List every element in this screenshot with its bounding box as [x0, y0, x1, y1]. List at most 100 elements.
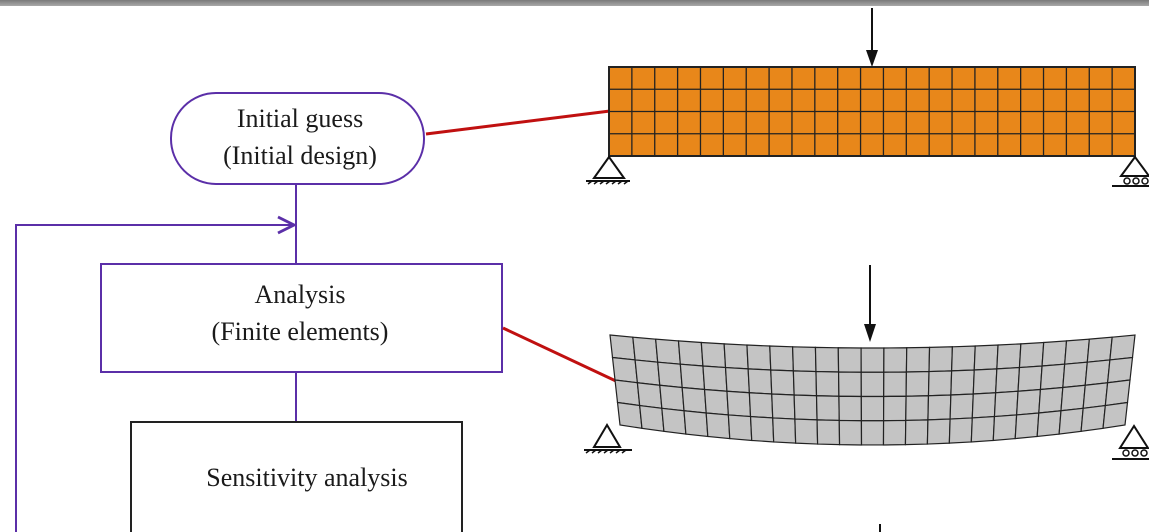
deformed-mesh-element [837, 347, 862, 373]
deformed-mesh-element [1017, 365, 1043, 392]
deformed-mesh-element [948, 417, 973, 444]
deformed-mesh-element [950, 369, 975, 396]
deformed-mesh-element [769, 345, 794, 372]
deformed-mesh-element [927, 370, 953, 397]
deformed-mesh-element [1109, 334, 1136, 361]
connector-initial-to-mesh [425, 109, 611, 136]
deformed-mesh-element [724, 366, 750, 394]
deformed-mesh-element [1106, 356, 1134, 384]
deformed-mesh-element [1086, 336, 1113, 363]
deformed-mesh-element [748, 392, 774, 419]
deformed-mesh-element [661, 407, 687, 435]
deformed-mesh-element [1064, 338, 1091, 365]
roller-support-icon [1112, 424, 1149, 460]
connector-analysis-to-deformed-mesh [502, 326, 619, 384]
deformed-mesh-element [1038, 386, 1064, 414]
deformed-mesh-element [860, 395, 885, 422]
deformed-mesh-element [746, 344, 772, 371]
deformed-mesh-element [1039, 363, 1066, 391]
deformed-mesh-element [1082, 382, 1109, 409]
finite-elements-label: (Finite elements) [212, 317, 389, 346]
deformed-mesh-element [905, 346, 931, 373]
deformed-mesh-element [971, 392, 997, 419]
deformed-mesh-element [815, 395, 840, 422]
deformed-mesh-element [639, 404, 665, 433]
deformed-mesh-element [904, 419, 929, 446]
sensitivity-node [130, 421, 463, 532]
initial-mesh-grid [609, 67, 1135, 156]
load-arrow-icon [866, 8, 878, 67]
deformed-mesh-element [816, 419, 841, 446]
deformed-mesh-element [611, 356, 639, 384]
deformed-mesh-element [723, 343, 749, 370]
deformed-mesh-element [1018, 341, 1045, 369]
deformed-mesh-element [634, 359, 661, 386]
deformed-mesh-element [927, 394, 952, 421]
deformed-mesh-element [1102, 401, 1129, 430]
deformed-mesh-element [1036, 410, 1062, 438]
deformed-mesh-element [928, 346, 954, 373]
deformed-mesh-element [1080, 404, 1106, 433]
deformed-mesh-element [883, 347, 908, 373]
deformed-mesh-element [972, 368, 998, 395]
initial-guess-node [170, 92, 425, 185]
deformed-mesh-element [882, 395, 907, 422]
sensitivity-label: Sensitivity analysis [206, 463, 408, 492]
deformed-mesh-element [654, 338, 681, 365]
deformed-mesh-element [1015, 388, 1042, 416]
deformed-mesh-element [860, 347, 885, 373]
flowchart: Initial guess (Initial design) Analysis … [15, 92, 503, 532]
deformed-mesh-element [905, 395, 930, 422]
deformed-mesh-element [1084, 359, 1111, 386]
deformed-mesh-element [632, 336, 659, 363]
deformed-mesh-element [1060, 384, 1086, 412]
deformed-mesh-element [882, 419, 907, 446]
pin-support-icon [584, 423, 632, 454]
deformed-mesh [609, 334, 1136, 446]
deformed-mesh-element [838, 419, 863, 446]
deformed-mesh-element [1014, 412, 1040, 440]
deformed-mesh-element [1058, 407, 1084, 435]
deformed-mesh-element [772, 417, 797, 444]
deformed-mesh-element [951, 345, 976, 372]
deformed-mesh-element [814, 346, 840, 373]
deformed-mesh-element [996, 343, 1022, 370]
deformed-mesh-element [860, 371, 885, 398]
deformed-mesh-element [815, 370, 840, 397]
deformed-mesh-element [703, 388, 730, 416]
deformed-mesh-element [749, 415, 775, 443]
deformed-mesh-element [700, 341, 727, 369]
deformed-mesh-element [995, 366, 1021, 394]
deformed-mesh-element [837, 371, 862, 398]
deformed-mesh-element [992, 414, 1018, 442]
deformed-mesh-element [609, 334, 636, 361]
deformed-mesh-element [791, 346, 817, 373]
top-title-bar [0, 0, 1149, 6]
pin-support-icon [586, 155, 630, 185]
deformed-mesh-element [905, 370, 930, 397]
deformed-mesh-element [681, 386, 707, 414]
deformed-mesh-element [702, 365, 728, 392]
deformed-mesh-element [614, 379, 641, 407]
load-arrow-icon [864, 265, 876, 342]
deformed-mesh-element [1062, 361, 1088, 389]
deformed-mesh-element [747, 368, 773, 395]
deformed-mesh-element [926, 418, 951, 445]
deformed-mesh-element [659, 384, 685, 412]
deformed-mesh-element [794, 418, 819, 445]
deformed-mesh-element [792, 370, 818, 397]
deformed-mesh-element [683, 410, 709, 438]
deformed-mesh-element [838, 395, 863, 422]
deformed-mesh-element [970, 415, 996, 443]
analysis-label: Analysis [255, 280, 346, 309]
deformed-mesh-element [679, 363, 706, 391]
deformed-mesh-element [616, 401, 643, 430]
deformed-mesh-element [770, 369, 795, 396]
deformed-mesh-element [657, 361, 683, 389]
initial-guess-label: Initial guess [237, 104, 363, 133]
analysis-node [100, 263, 503, 373]
deformed-mesh-element [860, 420, 885, 446]
deformed-mesh-element [771, 393, 796, 420]
deformed-mesh-element [636, 382, 663, 409]
